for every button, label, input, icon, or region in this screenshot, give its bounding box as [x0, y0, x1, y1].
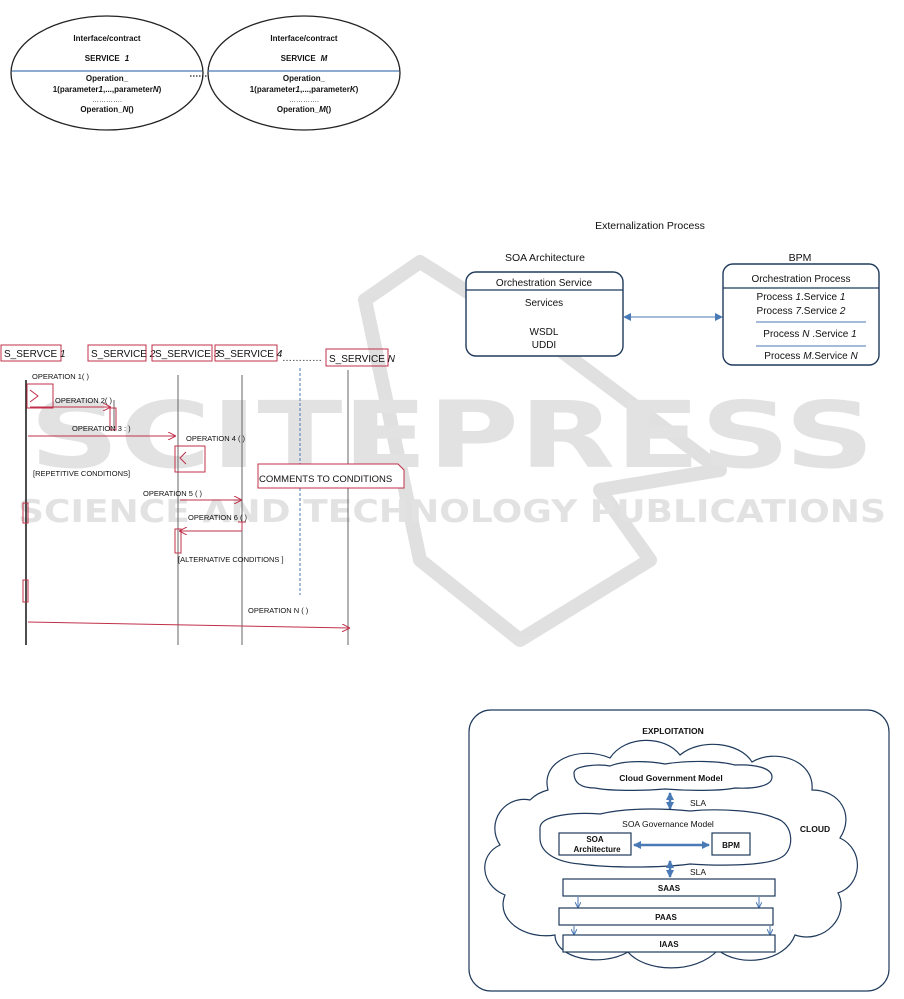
lifeline-label-3: S_SERVICE 3 [155, 349, 220, 360]
bpm-box-cloud [711, 832, 751, 856]
lifeline-box-1 [0, 344, 62, 362]
msg-op2-label: OPERATION 2( ) [55, 396, 112, 405]
lifeline-box-n [325, 348, 389, 367]
activation-1 [26, 383, 54, 409]
bpm-row-2: Process 7.Service 2 [757, 306, 846, 317]
msg-op6-label: OPERATION 6 ( ) [188, 513, 248, 522]
bpm-box-cloud-label: BPM [722, 841, 740, 850]
paas-label: PAAS [655, 913, 677, 922]
cloud-gov-model-shape [573, 760, 773, 791]
soa-box-uddi: UDDI [532, 340, 556, 351]
bpm-row-3: Process N .Service 1 [763, 329, 856, 340]
service-m-interface: Interface/contract [270, 34, 337, 43]
activation-4 [174, 528, 182, 554]
msg-op4-label: OPERATION 4 ( ) [186, 434, 246, 443]
watermark-tagline: SCIENCE AND TECHNOLOGY PUBLICATIONS [18, 494, 886, 530]
service-1-op-line2: 1(parameter1,...,parameterN) [53, 85, 162, 94]
alternative-conditions: [ALTERNATIVE CONDITIONS ] [178, 555, 284, 564]
lifeline-label-4: S_SERVICE 4 [218, 349, 283, 360]
bpm-row-4: Process M.Service N [764, 351, 858, 362]
service-1-interface: Interface/contract [73, 34, 140, 43]
comment-note-box [257, 463, 405, 489]
activation-6 [22, 579, 29, 603]
soa-architecture-label: SOA Architecture [505, 252, 585, 264]
lifeline-ellipsis: ………… [282, 353, 322, 364]
bpm-box [722, 263, 880, 366]
saas-label: SAAS [658, 884, 681, 893]
service-m-ellipse [207, 15, 401, 131]
lifeline-label-n: S_SERVICE N [329, 354, 396, 365]
soa-box-header: Orchestration Service [496, 278, 593, 289]
repetitive-conditions: [REPETITIVE CONDITIONS] [33, 469, 130, 478]
service-1-dots: …………. [92, 97, 122, 104]
soa-box-services: Services [525, 298, 563, 309]
service-m-dots: …………. [289, 97, 319, 104]
msg-op1-label: OPERATION 1( ) [32, 372, 89, 381]
self-call-1 [29, 389, 39, 403]
bpm-label: BPM [789, 252, 812, 264]
activation-3 [174, 445, 206, 473]
soa-arch-label-2: Architecture [573, 845, 621, 854]
sequence-figure: S_SERVCE 1 S_SERVICE 2 S_SERVICE 3 S_SER… [0, 344, 405, 645]
sla-top-label: SLA [690, 798, 706, 808]
externalization-title: Externalization Process [595, 220, 705, 232]
paas-layer [558, 907, 774, 926]
saas-layer [562, 878, 776, 897]
comments-to-conditions: COMMENTS TO CONDITIONS [259, 474, 392, 485]
soa-box-wsdl: WSDL [530, 327, 559, 338]
soa-arch-box [558, 832, 632, 856]
exploitation-label: EXPLOITATION [642, 726, 704, 736]
soa-arch-label-1: SOA [586, 835, 604, 844]
externalization-figure: Externalization Process SOA Architecture… [465, 220, 880, 366]
sla-bottom-label: SLA [690, 867, 706, 877]
cloud-label: CLOUD [800, 824, 830, 834]
lifeline-box-3 [151, 344, 213, 362]
soa-gov-model-label: SOA Governance Model [622, 819, 714, 829]
lifeline-box-4 [214, 344, 278, 362]
activation-5 [22, 502, 29, 524]
msg-op5-label: OPERATION 5 ( ) [143, 489, 203, 498]
self-call-3 [179, 451, 187, 465]
service-m-op-last: Operation_M() [277, 105, 332, 114]
msg-opn-arrow [27, 621, 349, 628]
iaas-layer [562, 934, 776, 953]
service-m-op-line1: Operation_ [283, 74, 326, 83]
msg-op3-label: OPERATION 3 : ) [72, 424, 131, 433]
bpm-box-header: Orchestration Process [752, 274, 851, 285]
iaas-label: IAAS [659, 940, 679, 949]
cloud-figure: EXPLOITATION CLOUD Cloud Government Mode… [468, 709, 890, 992]
service-1-op-last: Operation_N() [80, 105, 134, 114]
lifeline-label-2: S_SERVICE 2 [91, 349, 156, 360]
bpm-row-1: Process 1.Service 1 [757, 292, 846, 303]
lifeline-box-2 [87, 344, 147, 362]
lifeline-label-1: S_SERVCE 1 [4, 349, 66, 360]
watermark: SCITEPRESS SCIENCE AND TECHNOLOGY PUBLIC… [18, 255, 886, 647]
service-1-op-line1: Operation_ [86, 74, 129, 83]
activation-2 [109, 407, 117, 431]
msg-opn-label: OPERATION N ( ) [248, 606, 309, 615]
cloud-gov-model-label: Cloud Government Model [619, 773, 722, 783]
service-1-ellipse [10, 15, 204, 131]
service-m-op-line2: 1(parameter1,...,parameterK) [250, 85, 359, 94]
